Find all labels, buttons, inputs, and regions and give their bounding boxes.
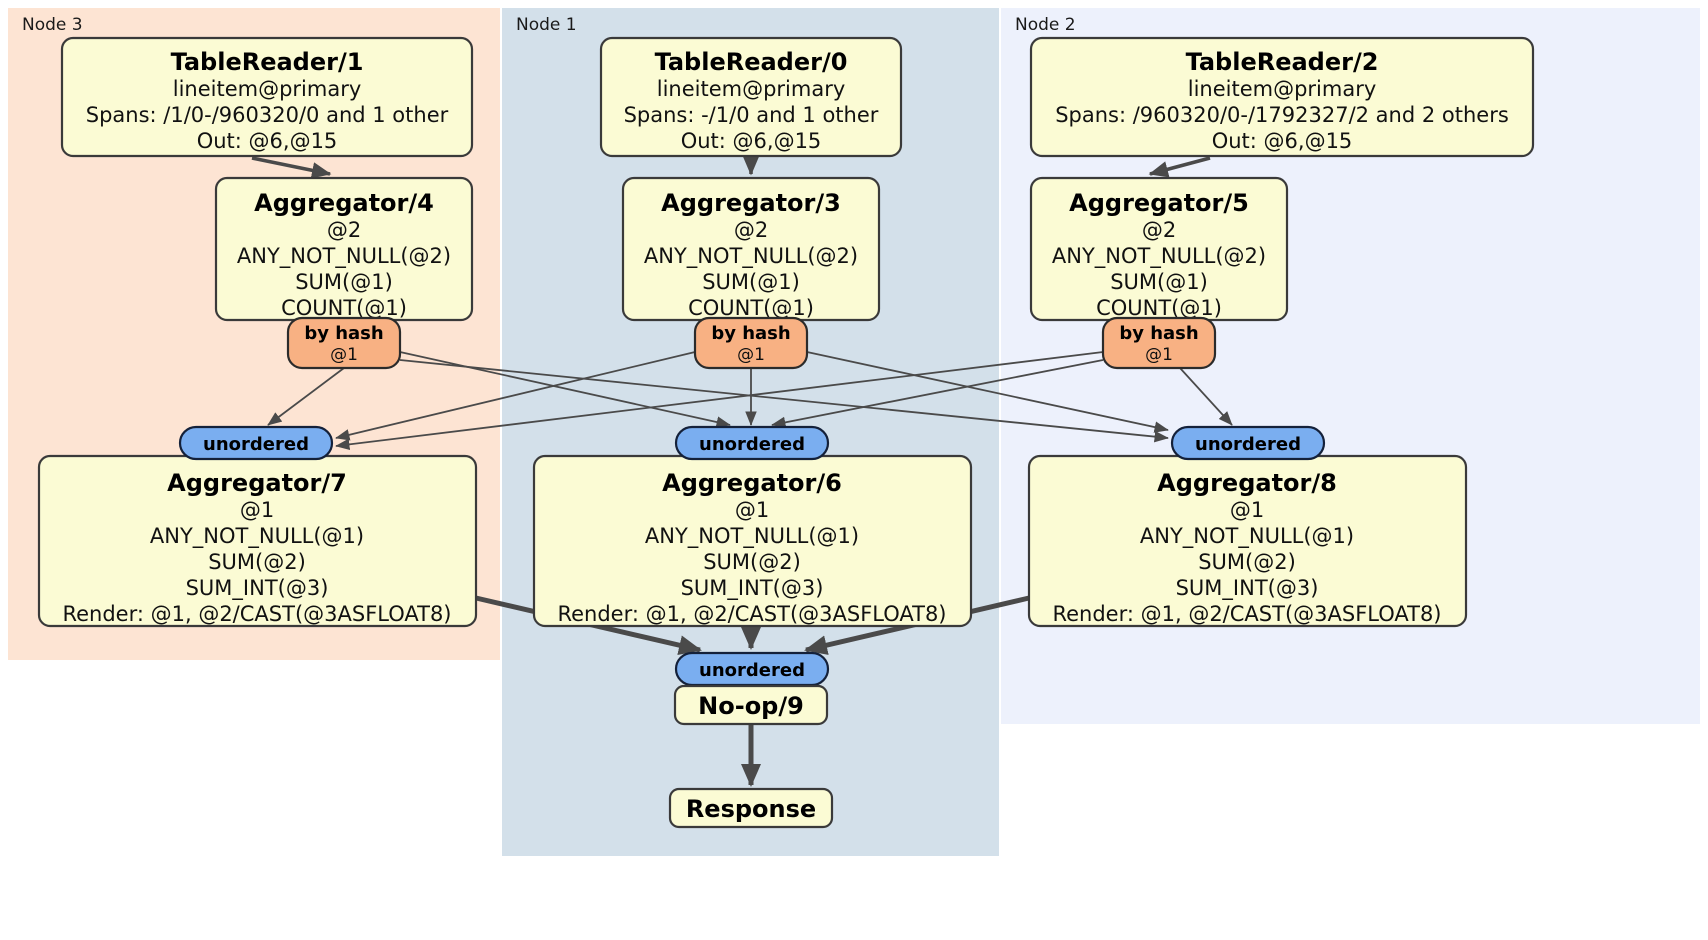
- edges-reader-to-aggregator: [251, 156, 1211, 179]
- hash-router-pills: by hash @1 by hash @1 by hash @1: [286, 316, 1217, 370]
- processor-line: Out: @6,@15: [1212, 129, 1353, 153]
- processor-line: lineitem@primary: [657, 77, 846, 101]
- processor-line: ANY_NOT_NULL(@2): [237, 244, 451, 269]
- hash-router-label: by hash: [304, 323, 383, 344]
- hash-router-column: @1: [1145, 345, 1173, 365]
- processor-line: SUM(@1): [702, 270, 800, 294]
- processor-line: Spans: /1/0-/960320/0 and 1 other: [86, 103, 449, 127]
- processor-line: Spans: /960320/0-/1792327/2 and 2 others: [1055, 103, 1509, 127]
- edges-hash-crossbar: [267, 351, 1233, 451]
- edge-hash4-un6: [399, 351, 731, 428]
- processor-title: Aggregator/7: [167, 469, 347, 497]
- processor-tr0[interactable]: TableReader/0 lineitem@primary Spans: -/…: [599, 36, 903, 158]
- edge-hash5-un8: [1179, 367, 1233, 426]
- processor-line: SUM(@1): [1110, 270, 1208, 294]
- unordered-synchronizer-pills: unordered unordered unordered unordered: [178, 425, 1326, 687]
- unordered-sync-label: unordered: [1195, 434, 1301, 455]
- node-panel-label-node1: Node 1: [516, 15, 577, 35]
- processor-line: SUM(@2): [1198, 550, 1296, 574]
- processor-line: COUNT(@1): [688, 296, 814, 320]
- unordered-sync-agg7[interactable]: unordered: [178, 425, 334, 461]
- processor-agg8[interactable]: Aggregator/8 @1 ANY_NOT_NULL(@1) SUM(@2)…: [1027, 454, 1468, 628]
- processor-response[interactable]: Response: [668, 787, 834, 829]
- hash-router-label: by hash: [711, 323, 790, 344]
- processor-title: Aggregator/4: [254, 189, 434, 217]
- terminal-boxes: No-op/9 Response: [668, 684, 834, 829]
- processor-line: @2: [327, 218, 361, 242]
- processor-line: Render: @1, @2/CAST(@3ASFLOAT8): [62, 602, 451, 626]
- processor-line: ANY_NOT_NULL(@2): [1052, 244, 1266, 269]
- processor-title: Aggregator/6: [662, 469, 842, 497]
- processor-line: COUNT(@1): [1096, 296, 1222, 320]
- processor-line: SUM_INT(@3): [186, 576, 329, 601]
- processor-title: TableReader/2: [1186, 48, 1379, 76]
- processor-agg4[interactable]: Aggregator/4 @2 ANY_NOT_NULL(@2) SUM(@1)…: [214, 176, 474, 322]
- processor-line: ANY_NOT_NULL(@2): [644, 244, 858, 269]
- node-panel-label-node3: Node 3: [22, 15, 83, 35]
- processor-agg3[interactable]: Aggregator/3 @2 ANY_NOT_NULL(@2) SUM(@1)…: [621, 176, 881, 322]
- processor-agg6[interactable]: Aggregator/6 @1 ANY_NOT_NULL(@1) SUM(@2)…: [532, 454, 973, 628]
- processor-title: Aggregator/8: [1157, 469, 1337, 497]
- processor-line: @2: [734, 218, 768, 242]
- edge-hash5-un6: [771, 359, 1104, 429]
- processor-boxes: TableReader/1 lineitem@primary Spans: /1…: [37, 36, 1535, 628]
- processor-line: @1: [735, 498, 769, 522]
- processor-line: ANY_NOT_NULL(@1): [1140, 524, 1354, 549]
- hash-router-label: by hash: [1119, 323, 1198, 344]
- unordered-sync-agg8[interactable]: unordered: [1170, 425, 1326, 461]
- unordered-sync-label: unordered: [699, 434, 805, 455]
- hash-router-agg5[interactable]: by hash @1: [1101, 316, 1217, 370]
- processor-title: Aggregator/3: [661, 189, 841, 217]
- processor-line: @2: [1142, 218, 1176, 242]
- processor-line: lineitem@primary: [1188, 77, 1377, 101]
- processor-line: ANY_NOT_NULL(@1): [645, 524, 859, 549]
- processor-line: COUNT(@1): [281, 296, 407, 320]
- processor-line: Render: @1, @2/CAST(@3ASFLOAT8): [557, 602, 946, 626]
- processor-line: SUM_INT(@3): [681, 576, 824, 601]
- hash-router-agg3[interactable]: by hash @1: [693, 316, 809, 370]
- processor-tr1[interactable]: TableReader/1 lineitem@primary Spans: /1…: [60, 36, 474, 158]
- node-panel-label-node2: Node 2: [1015, 15, 1076, 35]
- edge-tr1-agg4: [251, 156, 332, 179]
- processor-title: TableReader/0: [655, 48, 848, 76]
- edge-hash5-un7: [335, 351, 1104, 451]
- processor-noop9[interactable]: No-op/9: [673, 684, 829, 726]
- edge-tr2-agg5: [1148, 156, 1211, 178]
- unordered-sync-noop9[interactable]: unordered: [674, 651, 830, 687]
- processor-line: @1: [240, 498, 274, 522]
- processor-line: SUM(@2): [703, 550, 801, 574]
- processor-tr2[interactable]: TableReader/2 lineitem@primary Spans: /9…: [1029, 36, 1535, 158]
- unordered-sync-label: unordered: [203, 434, 309, 455]
- processor-line: Render: @1, @2/CAST(@3ASFLOAT8): [1052, 602, 1441, 626]
- edge-hash3-un8: [806, 351, 1169, 433]
- processor-line: SUM(@1): [295, 270, 393, 294]
- processor-title: Aggregator/5: [1069, 189, 1249, 217]
- processor-line: Spans: -/1/0 and 1 other: [624, 103, 879, 127]
- processor-line: SUM_INT(@3): [1176, 576, 1319, 601]
- processor-agg7[interactable]: Aggregator/7 @1 ANY_NOT_NULL(@1) SUM(@2)…: [37, 454, 478, 628]
- processor-agg5[interactable]: Aggregator/5 @2 ANY_NOT_NULL(@2) SUM(@1)…: [1029, 176, 1289, 322]
- processor-line: Out: @6,@15: [197, 129, 338, 153]
- processor-title: TableReader/1: [171, 48, 364, 76]
- unordered-sync-label: unordered: [699, 660, 805, 681]
- hash-router-column: @1: [737, 345, 765, 365]
- processor-line: lineitem@primary: [173, 77, 362, 101]
- processor-title: Response: [686, 795, 816, 823]
- processor-title: No-op/9: [698, 692, 804, 720]
- processor-line: @1: [1230, 498, 1264, 522]
- hash-router-agg4[interactable]: by hash @1: [286, 316, 402, 370]
- processor-line: SUM(@2): [208, 550, 306, 574]
- processor-line: ANY_NOT_NULL(@1): [150, 524, 364, 549]
- edge-hash3-un7: [335, 351, 696, 441]
- unordered-sync-agg6[interactable]: unordered: [674, 425, 830, 461]
- hash-router-column: @1: [330, 345, 358, 365]
- processor-line: Out: @6,@15: [681, 129, 822, 153]
- edge-hash4-un8: [399, 359, 1169, 443]
- edge-hash4-un7: [267, 367, 345, 426]
